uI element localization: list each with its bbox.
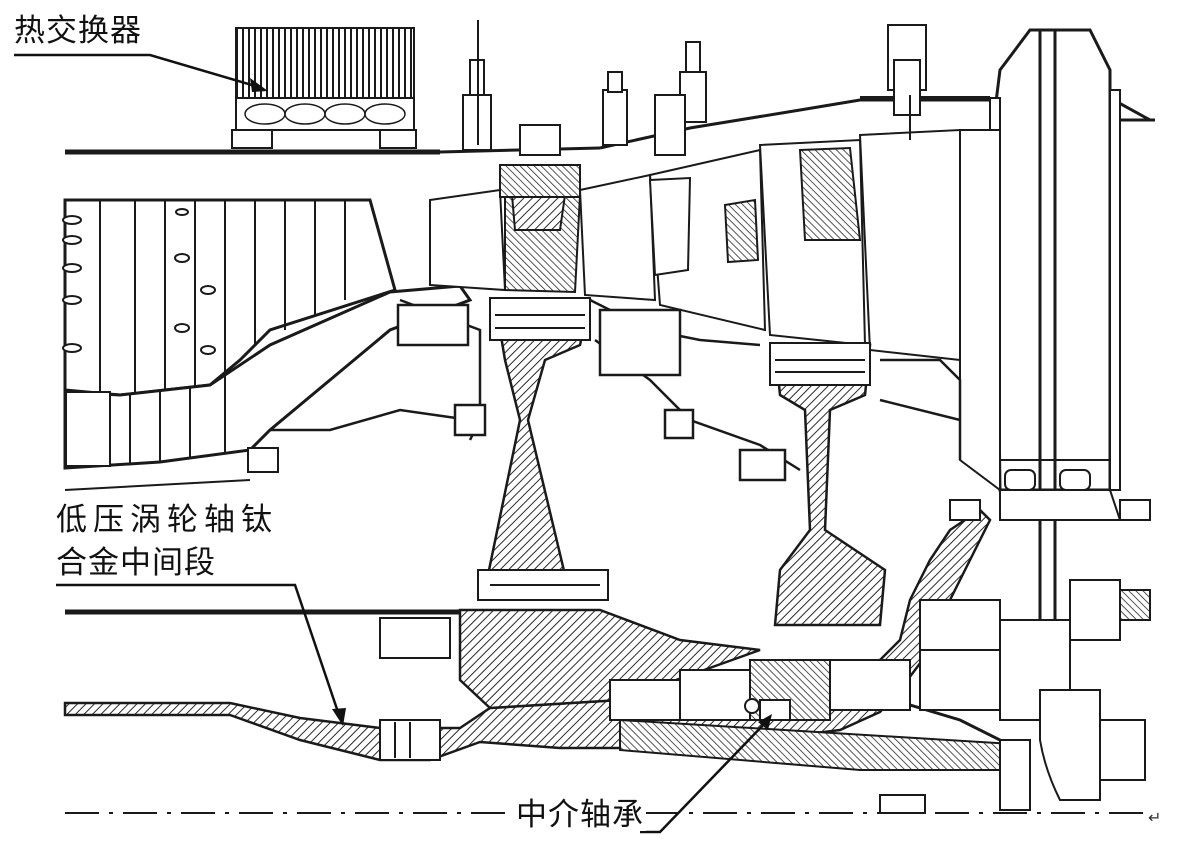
carriage-return-icon: ↵ [1148, 808, 1162, 827]
inner-structure [270, 298, 962, 482]
lp-shaft-label-line2: 合金中间段 [56, 545, 216, 581]
turbine-disk-2 [769, 342, 887, 627]
heat-exchanger [231, 27, 417, 149]
leader-lines [14, 53, 769, 834]
intermediate-bearing-label: 中介轴承 [514, 797, 646, 833]
heat-exchanger-label: 热交换器 [14, 13, 142, 49]
turbine-disk-1 [477, 297, 609, 601]
top-fittings [462, 20, 927, 198]
bearing-housing [609, 499, 1151, 814]
arrowheads [250, 78, 772, 730]
turbine-blades [429, 128, 961, 362]
exhaust-mixer [62, 198, 473, 491]
lp-shaft-label-line1: 低压涡轮轴钛 [56, 502, 278, 538]
